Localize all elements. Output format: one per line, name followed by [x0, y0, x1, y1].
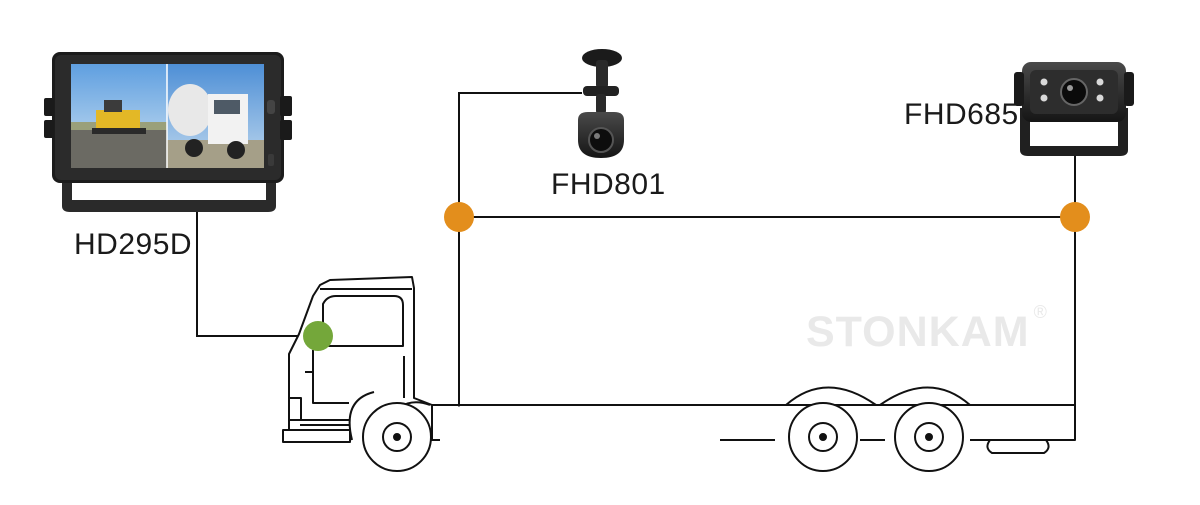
monitor-cable — [196, 212, 318, 337]
rear-wheel-2 — [894, 402, 964, 472]
watermark-text: STONKAM — [806, 308, 1030, 356]
monitor-mount-bracket — [62, 178, 276, 212]
monitor-label: HD295D — [74, 228, 193, 261]
junction-node-front — [444, 202, 474, 232]
front-bumper — [282, 429, 351, 443]
bumper-slats — [300, 419, 350, 426]
monitor-screen-left — [71, 64, 167, 168]
monitor-screen-right — [167, 64, 264, 168]
wiring — [196, 92, 1076, 440]
monitor-knob-left — [44, 98, 54, 138]
monitor-device — [44, 52, 292, 212]
rear-mud-skid — [986, 439, 1050, 454]
cab-door-lines — [305, 350, 405, 404]
rear-camera-label: FHD685 — [904, 98, 1019, 131]
dome-camera-cable — [458, 92, 582, 217]
dome-camera-label: FHD801 — [551, 168, 666, 201]
chassis-frame — [432, 404, 1076, 441]
rear-wheel-1 — [788, 402, 858, 472]
junction-node-rear — [1060, 202, 1090, 232]
headlight — [288, 397, 302, 421]
brand-watermark: STONKAM® — [806, 302, 1047, 357]
cab-connector-node — [303, 321, 333, 351]
registered-mark: ® — [1033, 302, 1048, 322]
monitor-knob-right — [280, 96, 292, 140]
dome-camera-device — [578, 49, 624, 158]
wheels — [362, 386, 971, 472]
cab-window — [322, 295, 404, 347]
front-wheel — [362, 402, 432, 472]
rear-camera-device — [1014, 62, 1134, 156]
rear-wheel-arch — [785, 386, 971, 406]
